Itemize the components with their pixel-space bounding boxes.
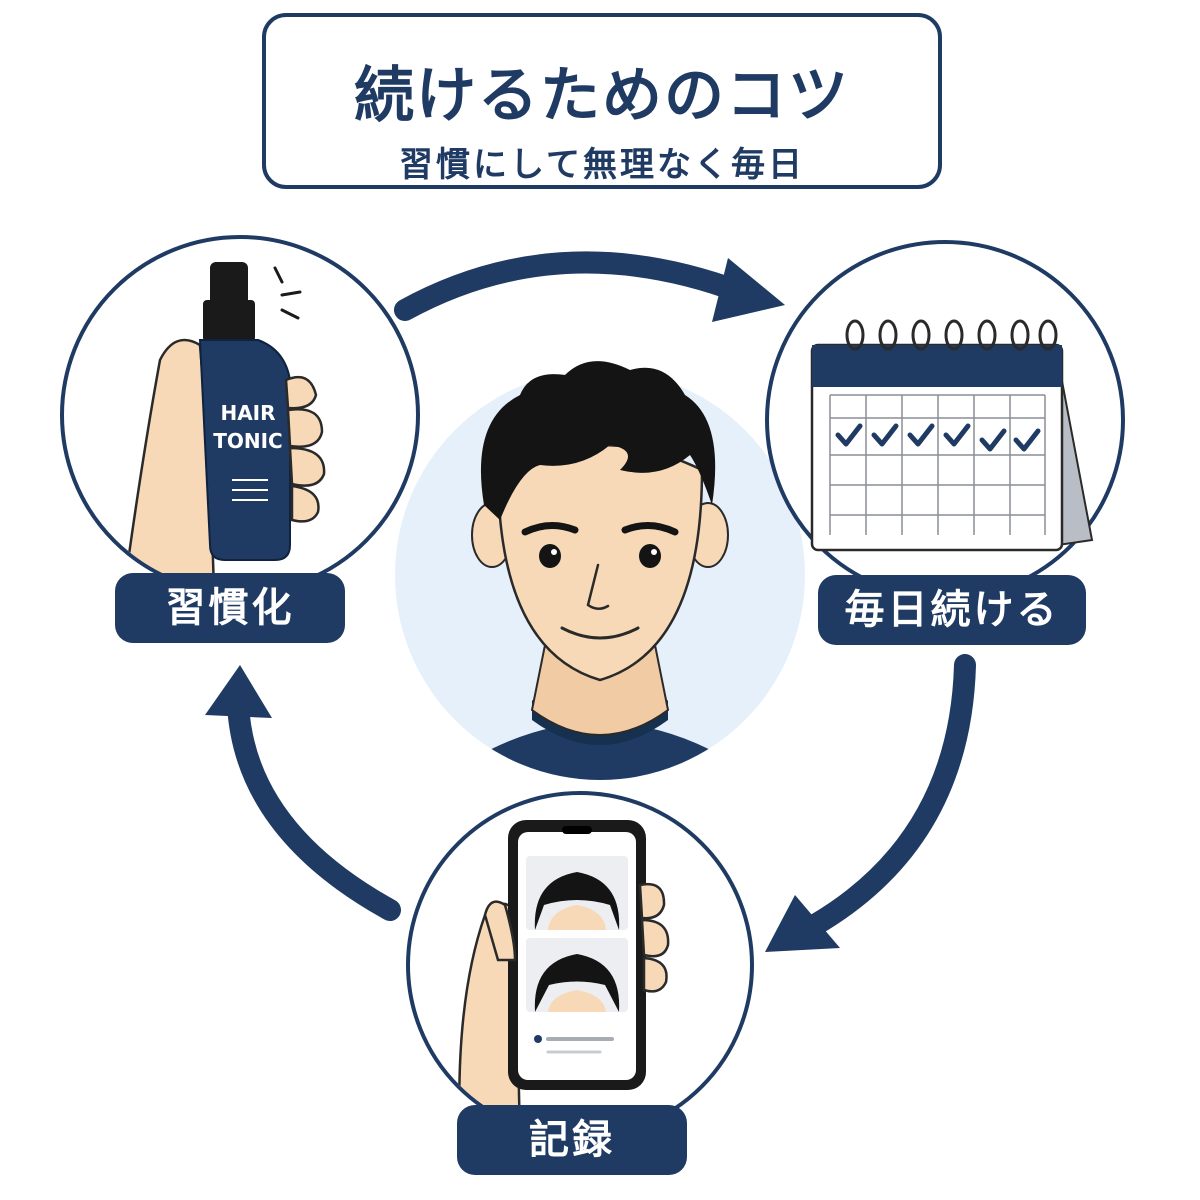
center-portrait bbox=[395, 361, 805, 780]
bottle-label-line2: TONIC bbox=[213, 429, 283, 453]
smartphone-photo-icon bbox=[458, 820, 670, 1135]
record-circle bbox=[406, 791, 754, 1139]
cycle-arrow-left bbox=[205, 665, 401, 921]
page-subtitle: 習慣にして無理なく毎日 bbox=[399, 145, 805, 185]
cycle-arrow-top bbox=[394, 251, 785, 322]
daily-circle bbox=[765, 240, 1125, 600]
title-box: 続けるためのコツ 習慣にして無理なく毎日 bbox=[262, 13, 942, 189]
page-title: 続けるためのコツ bbox=[354, 61, 850, 131]
step-label-daily: 毎日続ける bbox=[818, 575, 1086, 645]
step-label-habit: 習慣化 bbox=[115, 573, 345, 643]
hair-tonic-bottle-icon: HAIR TONIC bbox=[118, 262, 326, 591]
bottle-label-line1: HAIR bbox=[220, 401, 275, 425]
habit-circle: HAIR TONIC bbox=[60, 235, 420, 595]
calendar-icon bbox=[810, 319, 1094, 552]
cycle-arrow-right bbox=[765, 654, 976, 952]
step-label-record: 記録 bbox=[457, 1105, 687, 1175]
